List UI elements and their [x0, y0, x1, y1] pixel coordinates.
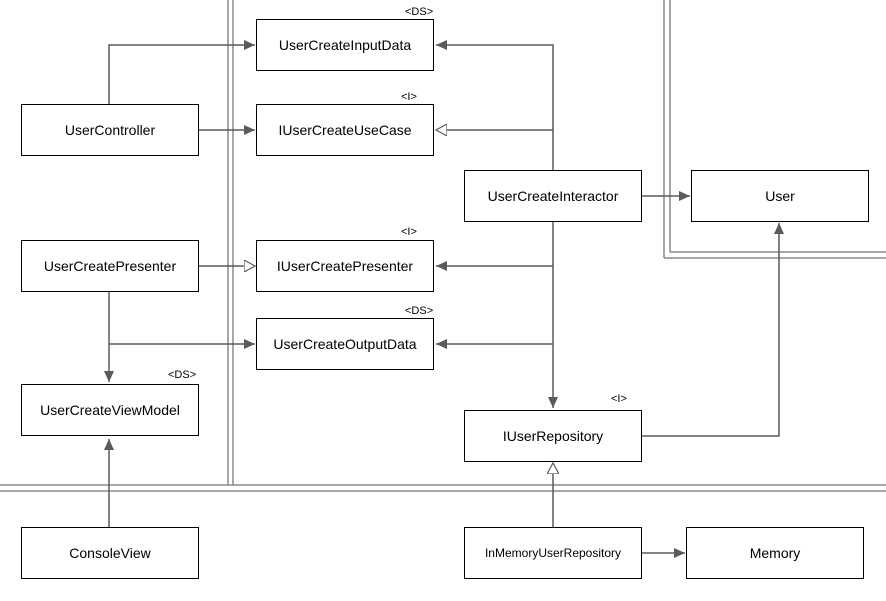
stereotype-ds-outputdata: <DS>: [405, 305, 434, 317]
class-label: UserController: [64, 122, 156, 138]
class-user-controller[interactable]: UserController: [21, 104, 199, 156]
class-label: IUserRepository: [502, 428, 604, 444]
class-user-create-interactor[interactable]: UserCreateInteractor: [464, 170, 642, 222]
stereotype-i-usecase: <I>: [401, 91, 417, 103]
class-label: IUserCreatePresenter: [276, 258, 414, 274]
stereotype-i-presenter: <I>: [401, 226, 417, 238]
class-memory[interactable]: Memory: [686, 527, 864, 579]
class-i-user-create-presenter[interactable]: IUserCreatePresenter: [256, 240, 434, 292]
class-i-user-create-use-case[interactable]: IUserCreateUseCase: [256, 104, 434, 156]
class-user-create-presenter[interactable]: UserCreatePresenter: [21, 240, 199, 292]
edge-interactor-inputdata: [436, 40, 554, 170]
class-user-create-view-model[interactable]: UserCreateViewModel: [21, 384, 199, 436]
class-user[interactable]: User: [691, 170, 869, 222]
class-label: User: [765, 188, 795, 204]
class-label: UserCreatePresenter: [43, 258, 177, 274]
edge-controller-inputdata: [108, 40, 255, 104]
class-label: InMemoryUserRepository: [484, 546, 622, 560]
class-label: ConsoleView: [69, 545, 151, 561]
edge-repository-user: [641, 223, 784, 437]
class-i-user-repository[interactable]: IUserRepository: [464, 410, 642, 462]
class-label: IUserCreateUseCase: [278, 122, 412, 138]
class-console-view[interactable]: ConsoleView: [21, 527, 199, 579]
stereotype-ds-inputdata: <DS>: [405, 6, 434, 18]
class-label: UserCreateOutputData: [273, 336, 417, 352]
layer-boundaries: [0, 0, 886, 492]
stereotype-ds-viewmodel: <DS>: [168, 369, 197, 381]
class-user-create-output-data[interactable]: UserCreateOutputData: [256, 318, 434, 370]
class-label: UserCreateInteractor: [487, 188, 619, 204]
class-label: Memory: [749, 545, 801, 561]
stereotype-i-repository: <I>: [611, 393, 627, 405]
class-user-create-input-data[interactable]: UserCreateInputData: [256, 19, 434, 71]
class-label: UserCreateInputData: [278, 37, 412, 53]
class-in-memory-user-repository[interactable]: InMemoryUserRepository: [464, 527, 642, 579]
class-label: UserCreateViewModel: [40, 402, 180, 418]
